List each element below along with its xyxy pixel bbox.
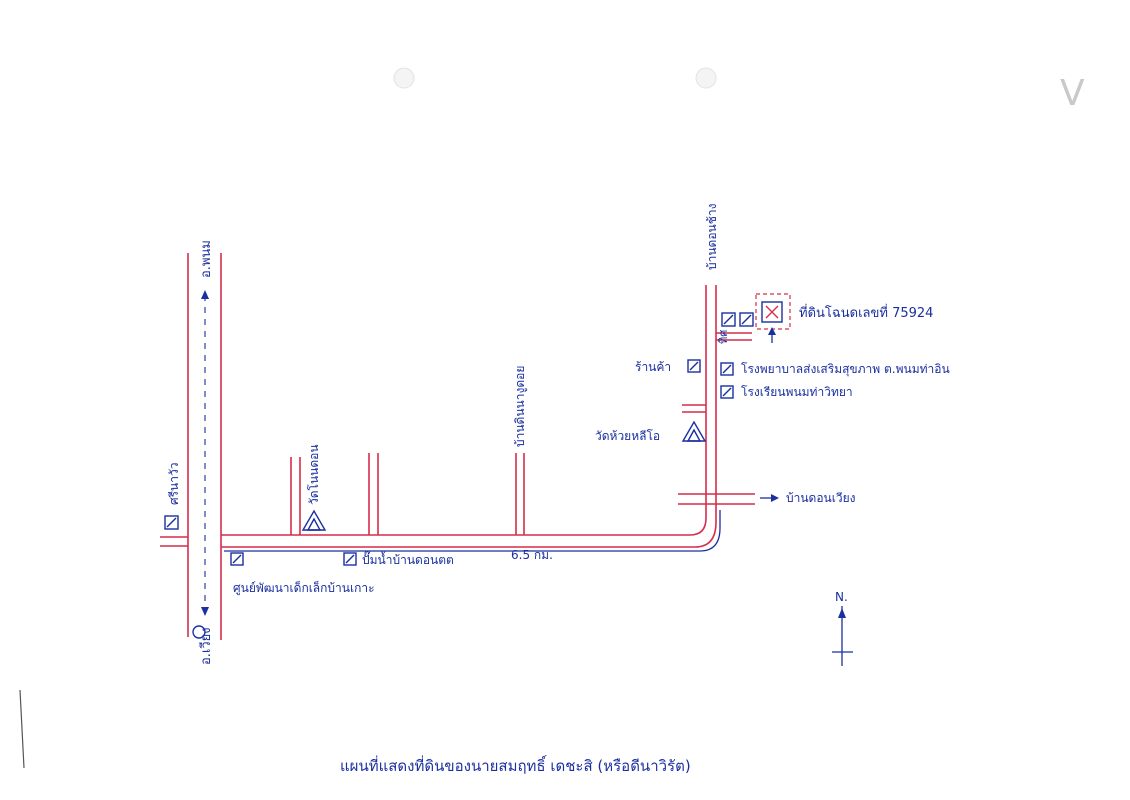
map-title: แผนที่แสดงที่ดินของนายสมฤทธิ์ เดชะสิ (หร… <box>340 755 691 775</box>
main-road-curve-outer <box>694 506 717 548</box>
temple-icon-east <box>681 420 707 442</box>
south-west-road-label: อ.เวียง <box>198 627 214 665</box>
arrow-down-icon <box>201 607 209 616</box>
target-arrow-icon <box>768 327 776 335</box>
north-west-road-label: อ.พนม <box>199 240 214 278</box>
branch-road-label: บ้านดินนางูดอย <box>513 366 528 447</box>
temple-west-label: วัดโนนดอน <box>307 444 321 505</box>
west-village-marker <box>164 515 179 530</box>
punch-hole-right <box>695 67 717 89</box>
target-plot <box>761 301 783 323</box>
health-station-marker <box>343 552 357 566</box>
main-road-curve-inner <box>689 506 707 536</box>
temple-east-label: วัดห้วยหลีโอ <box>595 429 660 443</box>
shop-label: ร้านค้า <box>635 360 671 374</box>
target-arrow-label: ทิศ <box>717 330 730 344</box>
north-label: N. <box>835 590 848 604</box>
plot-marker-2 <box>739 312 754 327</box>
school-marker <box>720 385 734 399</box>
target-label: ที่ดินโฉนดเลขที่ 75924 <box>799 304 933 321</box>
hospital-marker <box>720 362 734 376</box>
arrow-right-icon <box>771 494 779 502</box>
corner-mark: V <box>1060 73 1085 114</box>
health-station-label: ปั๊มน้ำบ้านดอนตต <box>362 551 454 567</box>
north-arrow-icon <box>838 608 846 618</box>
police-station-icon <box>192 625 206 639</box>
plot-marker-1 <box>721 312 736 327</box>
temple-icon-west <box>301 509 327 531</box>
school-label: โรงเรียนพนมท่าวิทยา <box>741 385 853 399</box>
center-label: ศูนย์พัฒนาเด็กเล็กบ้านเกาะ <box>233 580 375 596</box>
distance-label: 6.5 กม. <box>511 548 553 562</box>
route-line <box>224 510 721 552</box>
north-east-road-label: บ้านดอนช้าง <box>705 203 719 270</box>
shop-marker <box>687 359 701 373</box>
east-road-label: บ้านดอนเวียง <box>786 491 856 505</box>
arrow-up-icon <box>201 290 209 299</box>
hospital-label: โรงพยาบาลส่งเสริมสุขภาพ ต.พนมท่าอิน <box>741 362 950 377</box>
punch-hole-left <box>393 67 415 89</box>
west-village-label: ศรีนาวัว <box>167 463 181 505</box>
margin-stroke <box>19 689 25 769</box>
center-marker <box>230 552 244 566</box>
